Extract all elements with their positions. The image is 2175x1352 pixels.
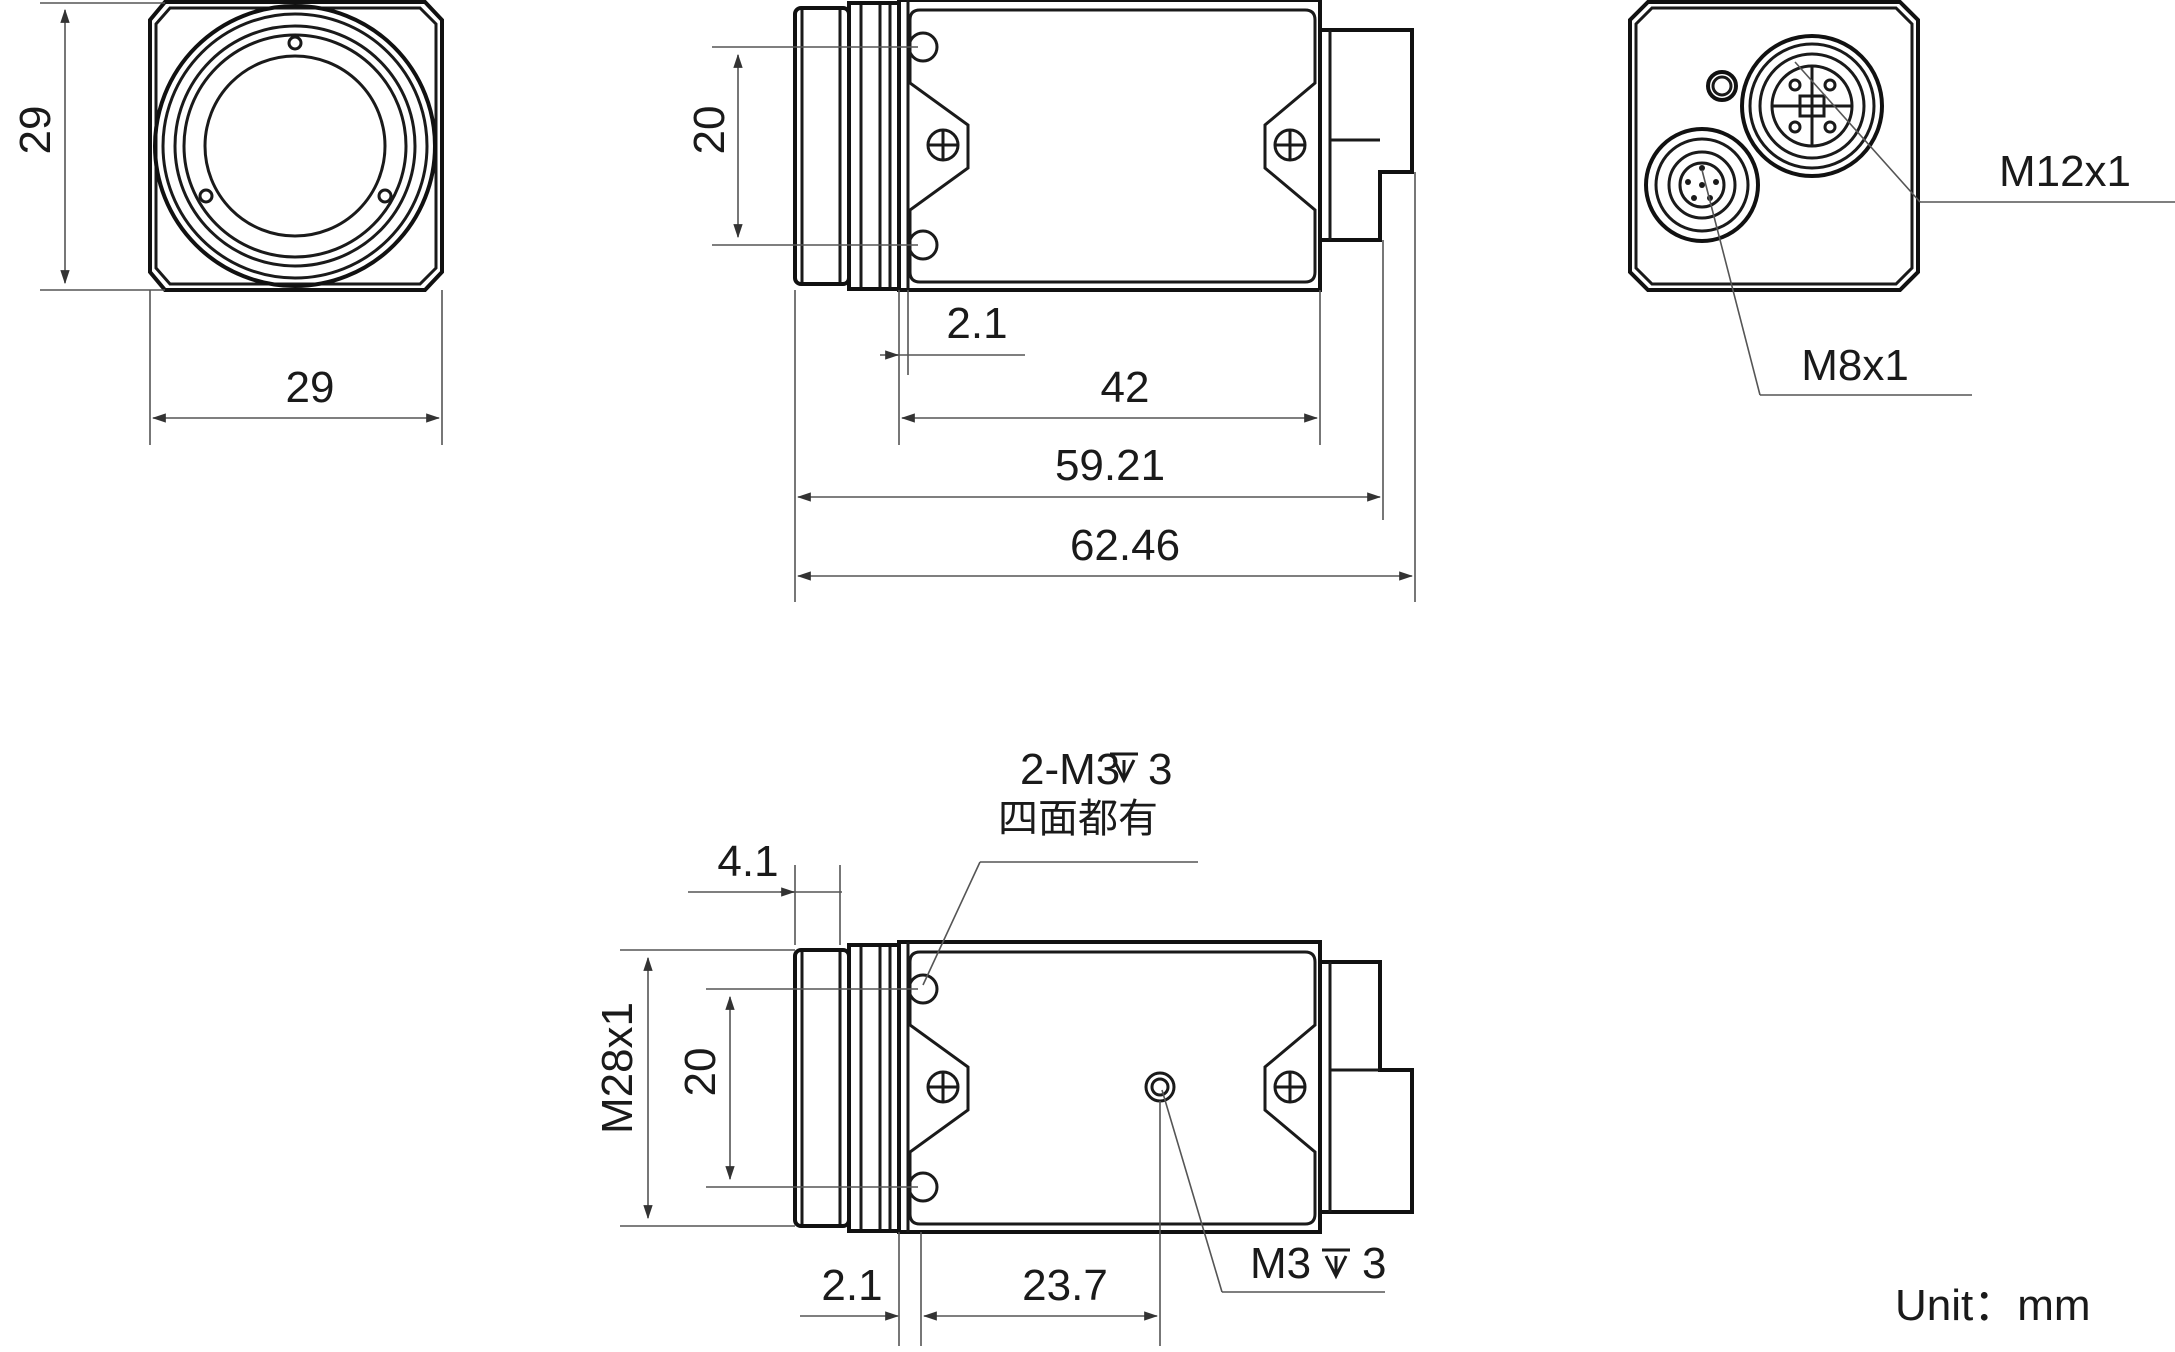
dim-side-length-b: 62.46 (1070, 521, 1180, 570)
dim-bottom-hole-position: 23.7 (1022, 1261, 1108, 1310)
callout-hole-bottom: M3 (1250, 1239, 1311, 1288)
callout-hole-bottom-depth: 3 (1362, 1239, 1386, 1288)
dim-front-height: 29 (11, 106, 60, 155)
callout-holes-top-note: 四面都有 (998, 796, 1158, 842)
side-view (793, 0, 1414, 292)
callout-m8: M8x1 (1801, 341, 1909, 390)
front-dimensions: 29 29 (11, 2, 443, 445)
dim-side-body-length: 42 (1101, 363, 1150, 412)
back-callouts: M12x1 M8x1 (1701, 61, 2175, 396)
bottom-callouts: 2-M3 3 四面都有 M3 3 (922, 745, 1386, 1293)
dim-side-flange-offset: 2.1 (946, 299, 1007, 348)
dim-front-width: 29 (286, 363, 335, 412)
units-label: Unit：mm (1895, 1281, 2091, 1330)
side-dimensions: 20 2.1 42 59.21 62.46 (685, 46, 1416, 602)
dim-bottom-flange-offset: 2.1 (821, 1261, 882, 1310)
dim-bottom-thread: M28x1 (593, 1002, 642, 1134)
depth-symbol-icon-2 (1322, 1248, 1350, 1280)
bottom-dimensions: 4.1 M28x1 20 2.1 23.7 (593, 837, 1161, 1346)
dim-side-length-a: 59.21 (1055, 441, 1165, 490)
back-view (1628, 0, 1920, 292)
dim-side-hole-spacing: 20 (685, 106, 734, 155)
front-view (148, 0, 444, 292)
dim-bottom-hole-spacing: 20 (676, 1048, 725, 1097)
callout-holes-top: 2-M3 (1020, 745, 1120, 794)
callout-m12: M12x1 (1999, 147, 2131, 196)
dim-bottom-lens-offset: 4.1 (717, 837, 778, 886)
callout-holes-top-depth: 3 (1148, 745, 1172, 794)
m8-connector-icon (1644, 127, 1760, 243)
depth-symbol-icon (1110, 752, 1138, 784)
bottom-view (793, 940, 1414, 1234)
m12-connector-icon (1740, 34, 1884, 178)
